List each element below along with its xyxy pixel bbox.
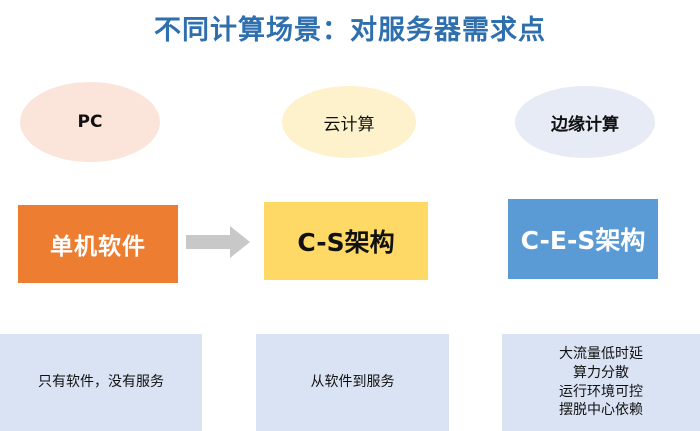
edge-requirement-line: 大流量低时延 — [559, 345, 643, 362]
cs-architecture-box: C-S架构 — [264, 202, 428, 280]
cloud-requirements-panel: 从软件到服务 — [256, 334, 449, 431]
standalone-software-box: 单机软件 — [18, 205, 178, 283]
page-title: 不同计算场景：对服务器需求点 — [154, 15, 546, 46]
cloud-requirement-line: 从软件到服务 — [310, 374, 395, 391]
edge-computing-ellipse-label: 边缘计算 — [551, 114, 619, 135]
cloud-computing-ellipse-label: 云计算 — [323, 114, 375, 135]
pc-ellipse-label: PC — [77, 112, 103, 132]
edge-computing-ellipse: 边缘计算 — [515, 86, 655, 158]
edge-requirement-line: 算力分散 — [573, 364, 629, 381]
cs-architecture-label: C-S架构 — [297, 228, 395, 257]
edge-requirement-line: 摆脱中心依赖 — [559, 402, 643, 419]
ces-architecture-label: C-E-S架构 — [520, 226, 646, 255]
edge-requirement-line: 运行环境可控 — [559, 383, 643, 400]
pc-requirement-line: 只有软件，没有服务 — [38, 374, 164, 391]
pc-ellipse: PC — [20, 82, 160, 162]
edge-requirements-panel: 大流量低时延 算力分散 运行环境可控 摆脱中心依赖 — [502, 334, 700, 431]
pc-requirements-panel: 只有软件，没有服务 — [0, 334, 202, 431]
right-arrow-icon — [186, 226, 250, 258]
ces-architecture-box: C-E-S架构 — [508, 199, 658, 279]
cloud-computing-ellipse: 云计算 — [282, 86, 416, 158]
standalone-software-label: 单机软件 — [50, 234, 146, 260]
